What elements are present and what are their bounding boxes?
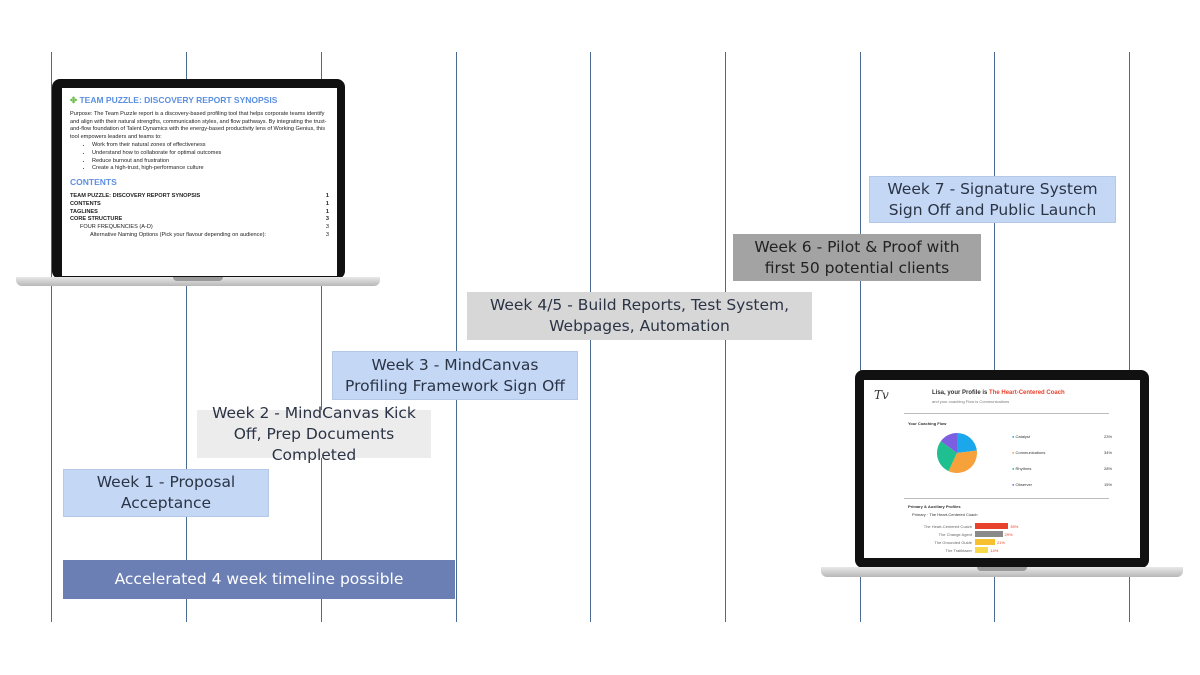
pie-slice-communications — [948, 450, 977, 473]
doc-bullet: Reduce burnout and frustration — [92, 158, 329, 166]
toc-label: FOUR FREQUENCIES (A-D) — [80, 224, 153, 231]
milestone-week-1: Week 1 - Proposal Acceptance — [63, 469, 269, 517]
doc-bullet: Create a high-trust, high-performance cu… — [92, 165, 329, 173]
toc-page: 3 — [325, 224, 329, 231]
toc-entry[interactable]: CONTENTS 1 — [70, 201, 329, 209]
milestone-week-3: Week 3 - MindCanvas Profiling Framework … — [332, 351, 578, 400]
toc-entry[interactable]: FOUR FREQUENCIES (A-D) 3 — [70, 224, 329, 232]
profiles-title: Primary & Auxiliary Profiles — [908, 504, 961, 509]
gridline — [1129, 52, 1130, 622]
toc-entry[interactable]: TAGLINES 1 — [70, 209, 329, 217]
primary-label: Primary · The Heart-Centered Coach — [912, 512, 978, 517]
toc-label: Alternative Naming Options (Pick your fl… — [90, 231, 266, 238]
pie-slice-catalyst — [957, 433, 977, 453]
profile-subheading: and your coaching Flow is Communications — [932, 399, 1010, 404]
coaching-flow-pie — [937, 433, 977, 473]
gridline — [51, 52, 52, 622]
profile-bar — [975, 539, 995, 545]
toc-page: 1 — [325, 192, 329, 199]
puzzle-icon: ✤ — [70, 95, 80, 105]
doc-bullet: Understand how to collaborate for optima… — [92, 150, 329, 158]
gridline — [321, 52, 322, 622]
flow-title: Your Coaching Flow — [908, 421, 947, 426]
milestone-week-4-5: Week 4/5 - Build Reports, Test System, W… — [467, 292, 812, 340]
contents-heading: CONTENTS — [70, 177, 117, 188]
toc-entry[interactable]: Alternative Naming Options (Pick your fl… — [70, 232, 329, 240]
milestone-week-6: Week 6 - Pilot & Proof with first 50 pot… — [733, 234, 981, 281]
doc-bullet: Work from their natural zones of effecti… — [92, 142, 329, 150]
toc-label: CORE STRUCTURE — [70, 216, 123, 223]
doc-bullets: Work from their natural zones of effecti… — [70, 142, 329, 173]
pie-slice-observer — [940, 433, 957, 453]
toc-page: 1 — [325, 208, 329, 215]
logo: Tv — [874, 388, 889, 402]
gridline — [994, 52, 995, 622]
profile-heading: Lisa, your Profile is The Heart-Centered… — [932, 390, 1065, 396]
toc-entry[interactable]: CORE STRUCTURE 3 — [70, 216, 329, 224]
gridline — [186, 52, 187, 622]
toc-page: 3 — [325, 216, 329, 223]
gridline — [456, 52, 457, 622]
gridline — [860, 52, 861, 622]
toc-entry[interactable]: TEAM PUZZLE: DISCOVERY REPORT SYNOPSIS 1 — [70, 193, 329, 201]
toc-label: CONTENTS — [70, 200, 101, 207]
toc-label: TAGLINES — [70, 208, 98, 215]
profile-bar — [975, 523, 1009, 529]
profile-bar — [975, 547, 989, 553]
doc-purpose: Purpose: The Team Puzzle report is a dis… — [70, 110, 327, 141]
milestone-week-2: Week 2 - MindCanvas Kick Off, Prep Docum… — [197, 404, 431, 464]
toc-label: TEAM PUZZLE: DISCOVERY REPORT SYNOPSIS — [70, 192, 201, 199]
milestone-week-7: Week 7 - Signature System Sign Off and P… — [869, 176, 1116, 223]
profile-bar — [975, 531, 1003, 537]
pie-slice-rhythms — [937, 441, 957, 472]
toc-page: 1 — [325, 200, 329, 207]
accelerated-timeline-note: Accelerated 4 week timeline possible — [63, 560, 455, 599]
toc-page: 3 — [325, 231, 329, 238]
doc-title: TEAM PUZZLE: DISCOVERY REPORT SYNOPSIS — [79, 95, 278, 105]
